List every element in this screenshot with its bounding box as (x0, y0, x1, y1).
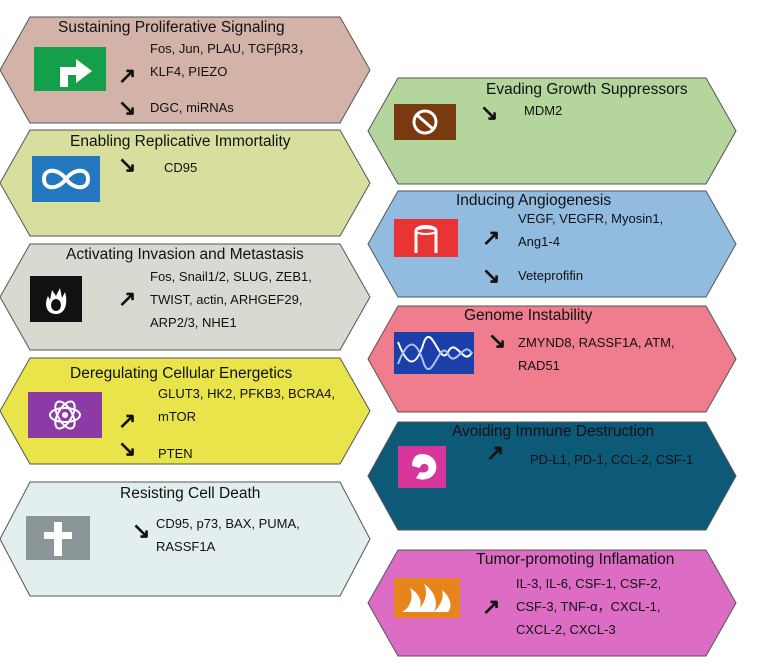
turn-right-arrow-icon (34, 47, 106, 96)
upregulated-genes: GLUT3, HK2, PFKB3, BCRA4, mTOR (158, 382, 335, 428)
panel-title: Resisting Cell Death (120, 485, 261, 502)
infinity-icon (32, 156, 100, 207)
gene-line: Fos, Jun, PLAU, TGFβR3， (150, 41, 312, 56)
panel-shape (367, 549, 737, 657)
gene-line: mTOR (158, 409, 197, 424)
upregulated-genes: Fos, Jun, PLAU, TGFβR3， KLF4, PIEZO (150, 37, 311, 83)
upregulated-arrow: ↗ (482, 594, 501, 619)
gene-line: PTEN (158, 446, 193, 461)
downregulated-genes: DGC, miRNAs (150, 96, 234, 119)
downregulated-genes: CD95 (164, 156, 197, 179)
downregulated-genes: ZMYND8, RASSF1A, ATM, RAD51 (518, 331, 675, 377)
upregulated-genes: PD-L1, PD-1, CCL-2, CSF-1 (530, 448, 693, 471)
downregulated-genes: Veteprofifin (518, 264, 583, 287)
panel-evading-growth-suppressors: Evading Growth Suppressors ↘ MDM2 (367, 77, 737, 185)
gene-line: PD-L1, PD-1, CCL-2, CSF-1 (530, 452, 694, 467)
panel-avoiding-immune-destruction: Avoiding Immune Destruction ↗ PD-L1, PD-… (367, 421, 737, 531)
gene-line: CD95 (164, 160, 198, 175)
panel-deregulating-cellular-energetics: Deregulating Cellular Energetics ↗ GLUT3… (0, 357, 371, 465)
panel-genome-instability: Genome Instability ↘ ZMYND8, RASSF1A, AT… (367, 305, 737, 413)
downregulated-genes: MDM2 (524, 99, 562, 122)
gene-line: RASSF1A (156, 539, 216, 554)
prohibited-icon (394, 104, 456, 145)
gene-line: RAD51 (518, 358, 560, 373)
gene-line: VEGF, VEGFR, Myosin1, (518, 211, 664, 226)
gene-line: Fos, Snail1/2, SLUG, ZEB1, (150, 269, 312, 284)
upregulated-genes: Fos, Snail1/2, SLUG, ZEB1, TWIST, actin,… (150, 265, 312, 334)
panel-title: Inducing Angiogenesis (456, 192, 612, 209)
upregulated-arrow: ↗ (118, 63, 137, 88)
panel-activating-invasion-and-metastasis: Activating Invasion and Metastasis ↗ Fos… (0, 243, 371, 351)
upregulated-arrow: ↗ (486, 440, 505, 465)
panel-shape (367, 77, 737, 185)
panel-title: Genome Instability (464, 307, 593, 324)
panel-tumor-promoting-inflamation: Tumor-promoting Inflamation ↗ IL-3, IL-6… (367, 549, 737, 657)
gene-line: TWIST, actin, ARHGEF29, (150, 292, 303, 307)
panel-title: Activating Invasion and Metastasis (66, 246, 304, 263)
downregulated-arrow: ↘ (132, 518, 151, 543)
panel-shape (0, 243, 371, 351)
dna-icon (394, 332, 474, 379)
panel-title: Evading Growth Suppressors (486, 81, 688, 98)
panel-title: Enabling Replicative Immortality (70, 133, 291, 150)
downregulated-arrow: ↘ (480, 100, 499, 125)
gene-line: ARP2/3, NHE1 (150, 315, 237, 330)
panel-title: Sustaining Proliferative Signaling (58, 19, 285, 36)
panel-inducing-angiogenesis: Inducing Angiogenesis ↗ VEGF, VEGFR, Myo… (367, 190, 737, 298)
cross-icon (26, 516, 90, 565)
vessel-icon (394, 219, 458, 262)
gene-line: KLF4, PIEZO (150, 64, 228, 79)
gene-line: GLUT3, HK2, PFKB3, BCRA4, (158, 386, 336, 401)
downregulated-arrow: ↘ (118, 436, 137, 461)
gene-line: DGC, miRNAs (150, 100, 234, 115)
panel-title: Avoiding Immune Destruction (452, 423, 655, 440)
panel-resisting-cell-death: Resisting Cell Death ↘ CD95, p73, BAX, P… (0, 481, 371, 597)
atom-icon (28, 392, 102, 443)
panel-shape (0, 16, 371, 124)
flame-bubble-icon (30, 276, 82, 327)
upregulated-genes: VEGF, VEGFR, Myosin1, Ang1-4 (518, 207, 663, 253)
panel-shape (367, 190, 737, 298)
panel-enabling-replicative-immortality: Enabling Replicative Immortality ↘ CD95 (0, 129, 371, 237)
gene-line: MDM2 (524, 103, 563, 118)
downregulated-genes: CD95, p73, BAX, PUMA, RASSF1A (156, 512, 300, 558)
upregulated-arrow: ↗ (118, 408, 137, 433)
downregulated-genes: PTEN (158, 442, 193, 465)
gene-line: CD95, p73, BAX, PUMA, (156, 516, 300, 531)
downregulated-arrow: ↘ (488, 328, 507, 353)
gene-line: IL-3, IL-6, CSF-1, CSF-2, (516, 576, 662, 591)
upregulated-arrow: ↗ (118, 286, 137, 311)
panel-shape (0, 481, 371, 597)
downregulated-arrow: ↘ (118, 152, 137, 177)
panel-sustaining-proliferative-signaling: Sustaining Proliferative Signaling ↗ Fos… (0, 16, 371, 124)
panel-title: Deregulating Cellular Energetics (70, 365, 293, 382)
gene-line: ZMYND8, RASSF1A, ATM, (518, 335, 675, 350)
gene-line: Ang1-4 (518, 234, 560, 249)
downregulated-arrow: ↘ (482, 263, 501, 288)
gene-line: CXCL-2, CXCL-3 (516, 622, 616, 637)
immune-cell-icon (398, 446, 446, 493)
fire-icon (394, 578, 460, 623)
downregulated-arrow: ↘ (118, 95, 137, 120)
gene-line: CSF-3, TNF-α，CXCL-1, (516, 599, 661, 614)
panel-shape (367, 421, 737, 531)
upregulated-arrow: ↗ (482, 225, 501, 250)
panel-title: Tumor-promoting Inflamation (476, 551, 675, 568)
gene-line: Veteprofifin (518, 268, 584, 283)
upregulated-genes: IL-3, IL-6, CSF-1, CSF-2, CSF-3, TNF-α，C… (516, 572, 661, 641)
